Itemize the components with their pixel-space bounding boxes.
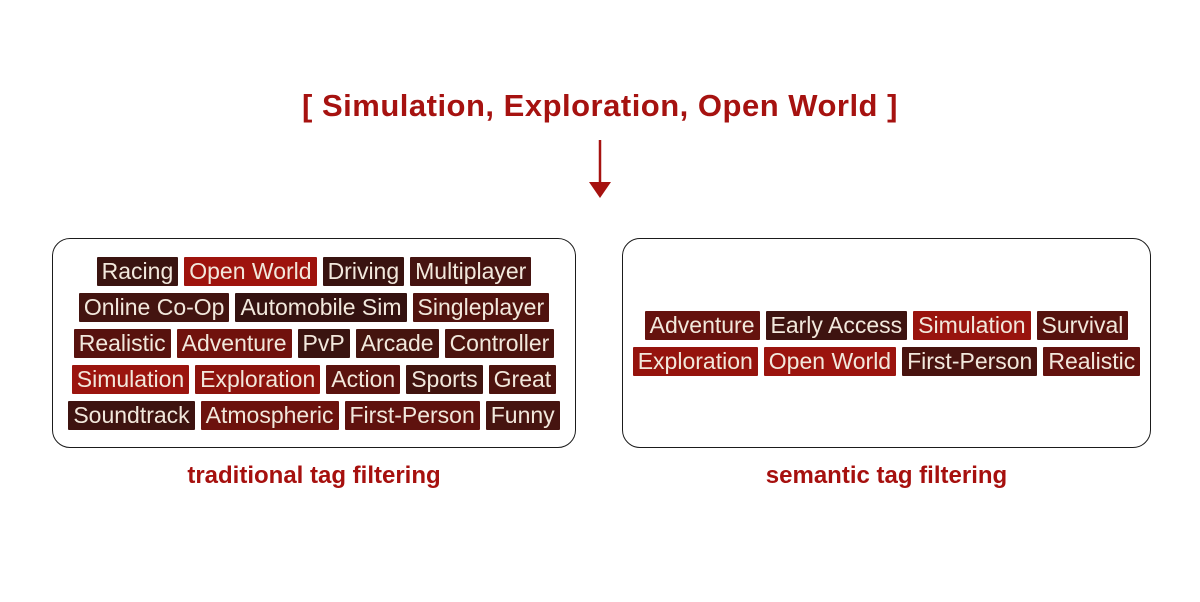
tag-arcade: Arcade [355, 328, 439, 358]
tag-singleplayer: Singleplayer [412, 292, 550, 322]
tag-controller: Controller [444, 328, 555, 358]
query-tags-title: [ Simulation, Exploration, Open World ] [302, 88, 898, 123]
tag-simulation: Simulation [913, 310, 1031, 340]
tag-online-co-op: Online Co-Op [78, 292, 230, 322]
tag-pvp: PvP [297, 328, 350, 358]
tag-first-person: First-Person [344, 400, 480, 430]
tag-open-world: Open World [763, 346, 897, 376]
tag-first-person: First-Person [902, 346, 1038, 376]
tag-adventure: Adventure [176, 328, 292, 358]
tag-realistic: Realistic [73, 328, 171, 358]
tag-racing: Racing [96, 256, 179, 286]
tag-automobile-sim: Automobile Sim [235, 292, 407, 322]
tag-multiplayer: Multiplayer [410, 256, 532, 286]
tag-realistic: Realistic [1043, 346, 1141, 376]
tag-great: Great [488, 364, 557, 394]
tag-exploration: Exploration [632, 346, 758, 376]
tag-atmospheric: Atmospheric [200, 400, 339, 430]
tag-adventure: Adventure [644, 310, 760, 340]
tag-action: Action [326, 364, 401, 394]
tag-early-access: Early Access [765, 310, 908, 340]
tag-funny: Funny [485, 400, 560, 430]
traditional-filter-caption: traditional tag filtering [187, 462, 441, 489]
semantic-filter-caption: semantic tag filtering [765, 462, 1008, 489]
tag-survival: Survival [1036, 310, 1129, 340]
tag-simulation: Simulation [71, 364, 190, 394]
tag-open-world: Open World [184, 256, 317, 286]
tag-sports: Sports [406, 364, 483, 394]
tag-soundtrack: Soundtrack [68, 400, 195, 430]
down-arrow-icon [589, 140, 611, 198]
tag-driving: Driving [322, 256, 405, 286]
tag-exploration: Exploration [195, 364, 321, 394]
